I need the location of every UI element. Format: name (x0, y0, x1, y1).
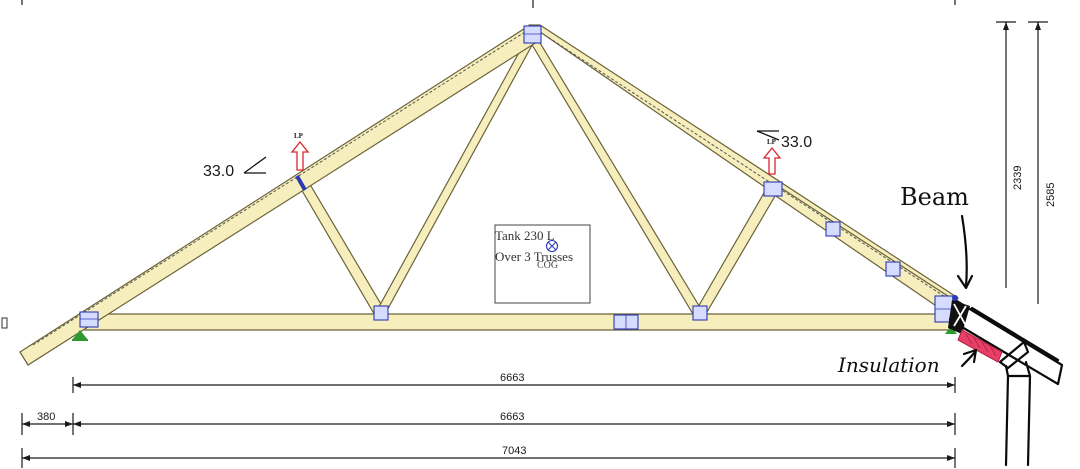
dimension-height-outer (1028, 21, 1048, 304)
dimension-span-upper-label: 6663 (500, 372, 524, 384)
load-arrow-up (762, 146, 782, 175)
pitch-left-symbol (243, 156, 267, 174)
load-point-label: LP (767, 138, 777, 146)
sheathing-line-right (539, 31, 951, 301)
edge-mark (1, 317, 8, 329)
dimension-height-inner-label: 2339 (1012, 166, 1024, 190)
dimension-span-lower-label: 6663 (500, 411, 524, 423)
cog-icon (545, 239, 559, 253)
dimension-span-lower (73, 413, 956, 435)
dimension-overhang-label: 380 (37, 411, 55, 423)
plate-bottom-left (373, 305, 389, 321)
pitch-right-label: 33.0 (781, 134, 812, 151)
load-point-label: LP (294, 132, 304, 140)
beam-annotation: Beam (900, 183, 969, 211)
plate-chord-2 (885, 261, 901, 277)
insulation-pointer-arrow (960, 350, 977, 368)
dimension-span-upper (72, 377, 956, 393)
load-arrow-up (290, 140, 310, 171)
plate-chord-1 (825, 221, 841, 237)
sheathing-line-left (32, 29, 529, 346)
plate-apex (523, 25, 542, 44)
web-right-outer (693, 185, 779, 318)
bottom-chord (84, 313, 956, 331)
plate-web-right (763, 181, 783, 197)
pitch-left-label: 33.0 (203, 163, 234, 180)
support-left (72, 330, 88, 341)
tank-box (494, 224, 591, 304)
load-point-left: LP (290, 132, 310, 171)
cog-label: COG (537, 260, 558, 271)
plate-web-left (295, 175, 307, 191)
tank-trusses-label: Over 3 Trusses (495, 249, 573, 264)
web-left-outer (296, 175, 386, 318)
insulation-sketch (957, 329, 1003, 363)
tank-label: Tank 230 L (495, 228, 555, 243)
load-point-right: LP (762, 138, 782, 175)
plate-heel-left (79, 311, 99, 328)
pitch-right-symbol (756, 130, 780, 141)
wall-sketch (998, 340, 1032, 467)
dimension-height-outer-label: 2585 (1045, 183, 1057, 207)
connector-plates (79, 25, 954, 330)
support-right (945, 326, 957, 334)
insulation-annotation: Insulation (837, 353, 940, 377)
beam-pointer-arrow (960, 214, 968, 288)
plate-bottom-right (692, 305, 708, 321)
dimension-overall (21, 448, 956, 468)
dimension-height-inner (996, 21, 1016, 288)
web-members (296, 37, 779, 318)
beam-sketch (948, 295, 1064, 386)
dimension-overall-label: 7043 (502, 445, 526, 457)
